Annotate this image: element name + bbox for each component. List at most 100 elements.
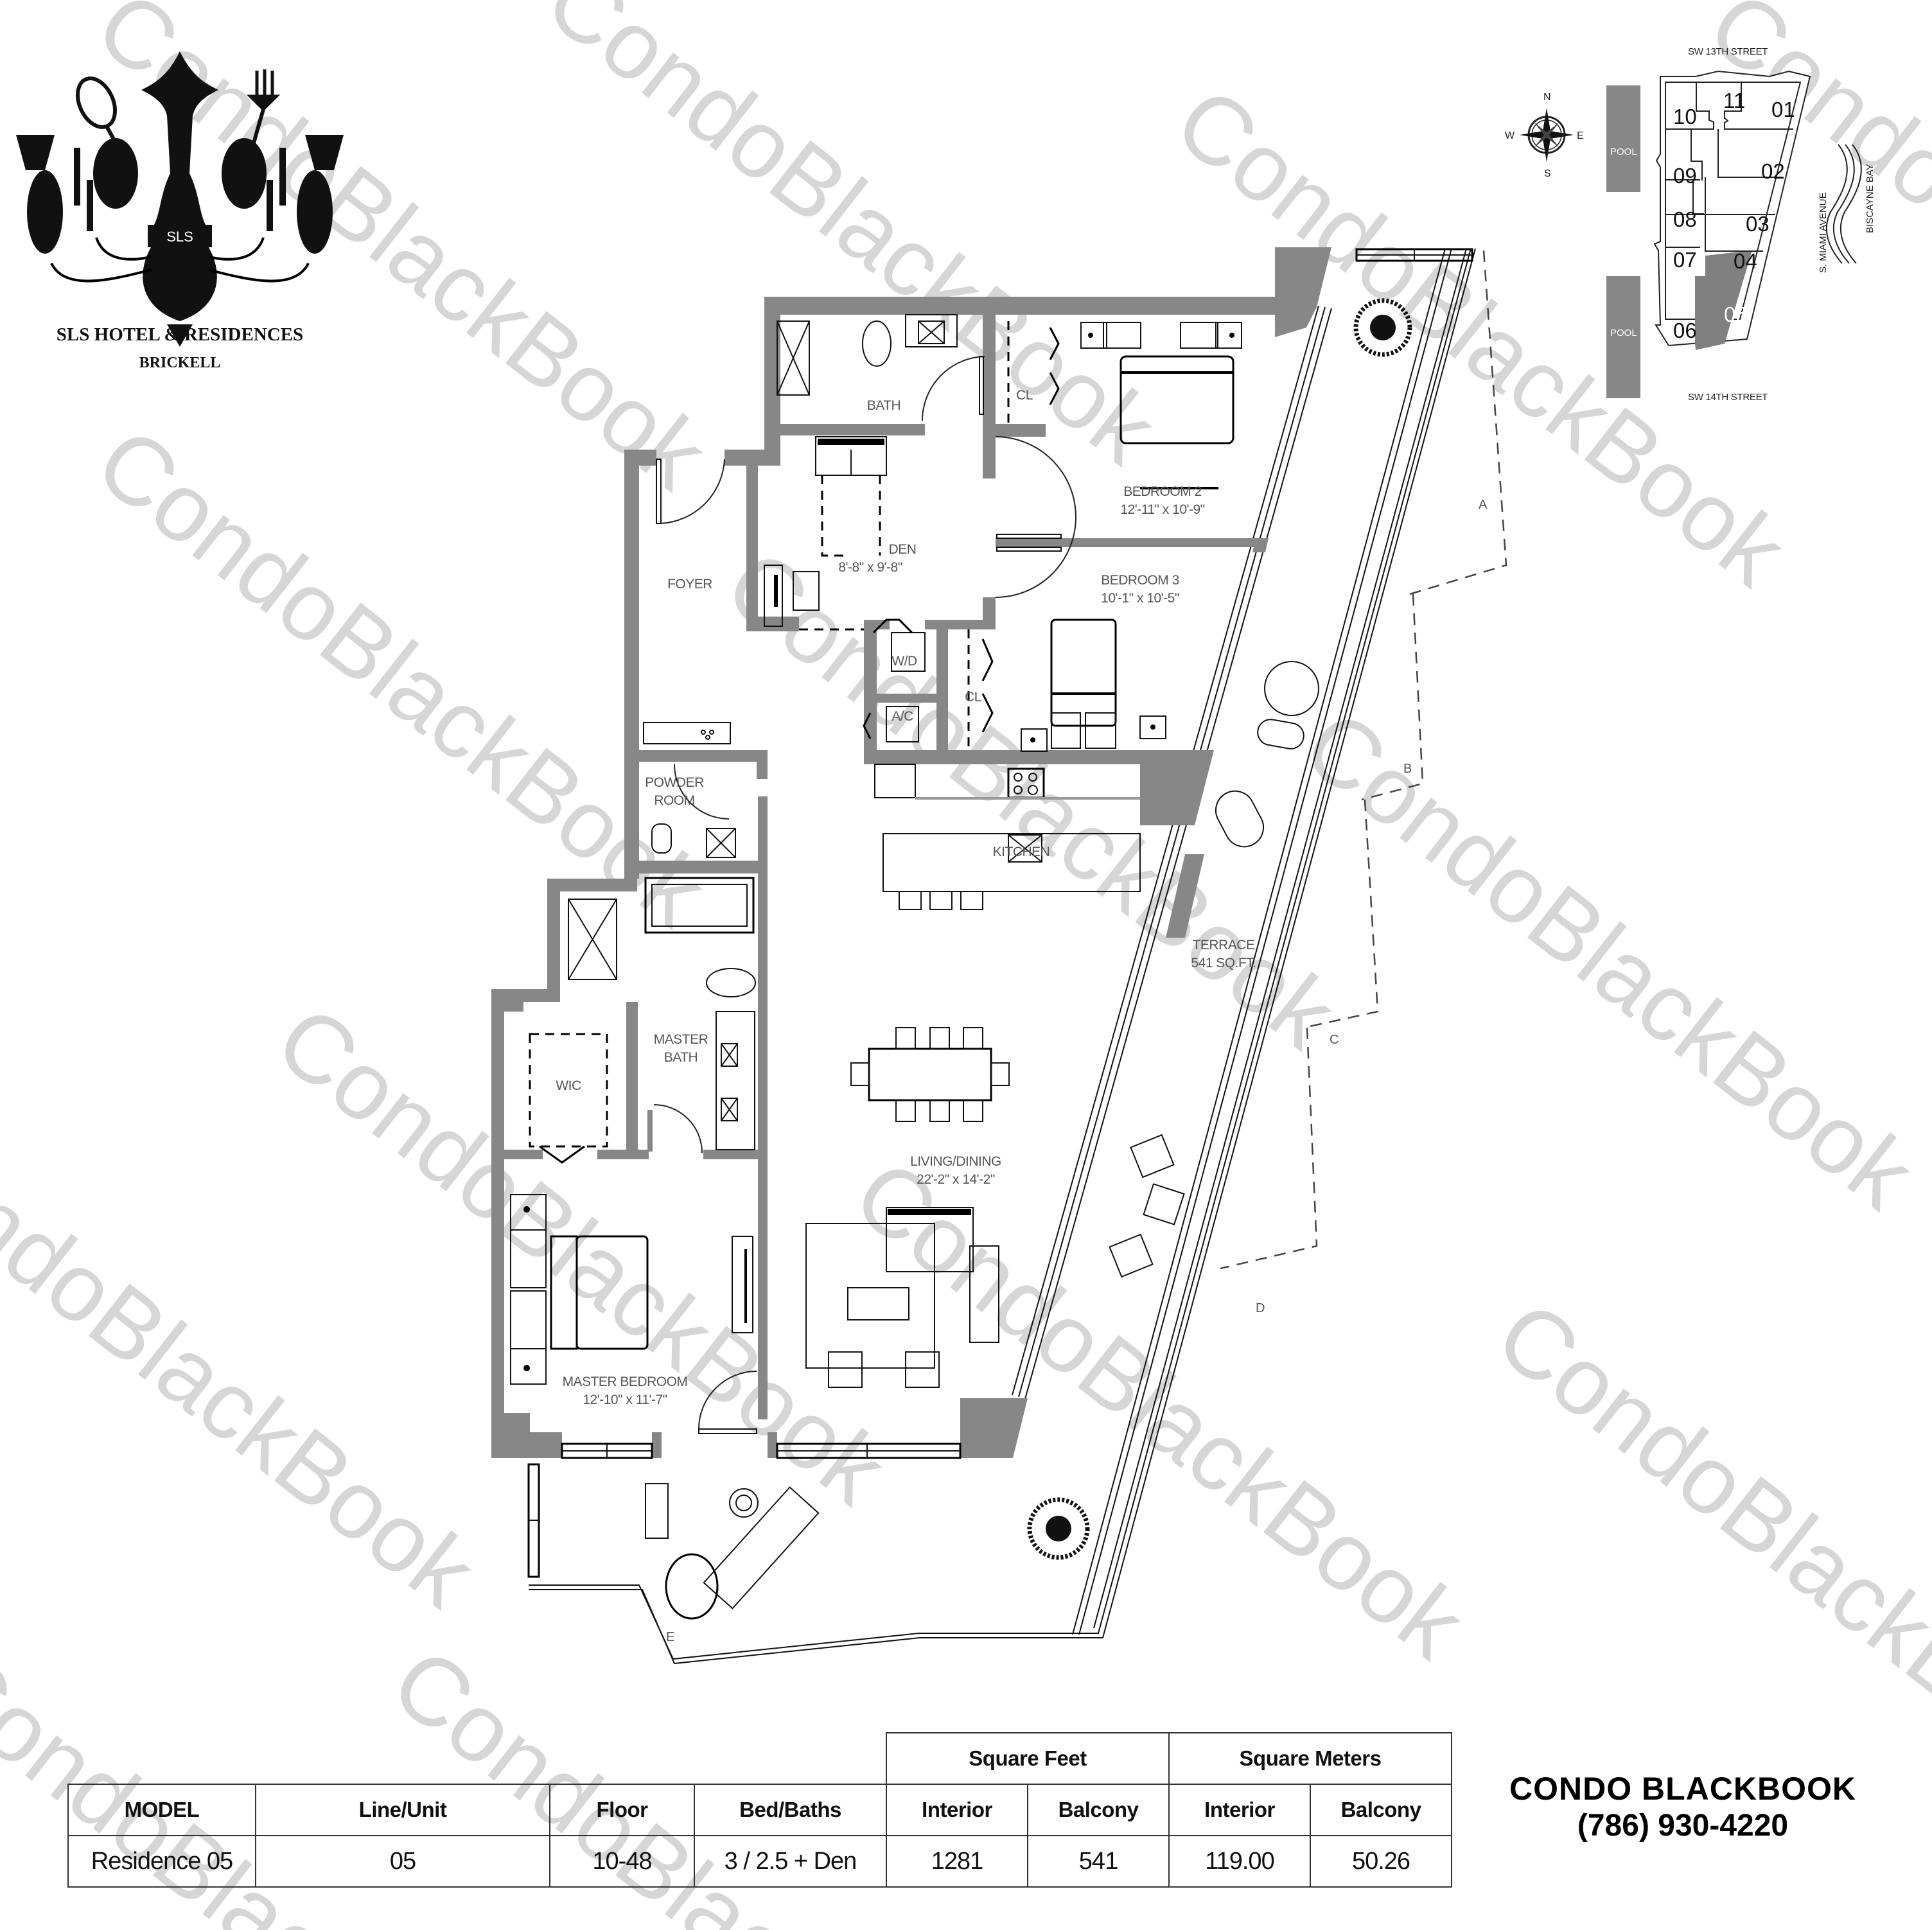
logo-title: SLS HOTEL & RESIDENCES (56, 324, 304, 345)
key-plan-unit-06: 06 (1673, 319, 1697, 342)
compass-n: N (1543, 92, 1551, 103)
room-label-den: DEN (889, 542, 917, 557)
group-header-square-feet: Square Feet (886, 1732, 1170, 1785)
column-header-line-unit: Line/Unit (255, 1784, 550, 1836)
terrace-marker-b: B (1403, 762, 1412, 776)
outdoor-chair-icon (1109, 1233, 1154, 1278)
room-label-master-bedroom: MASTER BEDROOM (563, 1374, 688, 1389)
side-table-icon (729, 1488, 759, 1518)
column-header-bed-baths: Bed/Baths (694, 1784, 887, 1836)
sink-icon (706, 828, 736, 858)
room-label-master-bath-line2: BATH (664, 1050, 698, 1065)
terrace-marker-a: A (1479, 498, 1488, 512)
kitchen-island (883, 833, 1141, 892)
floor-plan: BATH CL BEDROOM 2 12'-11" x 10'-9" BEDRO… (491, 247, 1507, 1665)
brand-name-part2: BLACKBOOK (1642, 1771, 1856, 1807)
bed-icon (1080, 322, 1242, 444)
lounger-icon (1257, 719, 1304, 750)
round-table-icon (1264, 661, 1319, 716)
watermark: CondoBlackBook (1477, 1280, 1932, 1820)
column-header-sqm-balcony: Balcony (1310, 1784, 1452, 1836)
cell-sqft-balcony: 541 (1027, 1835, 1170, 1888)
room-label-wd: W/D (891, 654, 917, 669)
round-table-icon (665, 1553, 719, 1620)
bed-icon (510, 1194, 649, 1385)
room-label-foyer: FOYER (667, 577, 712, 592)
outdoor-chair-icon (645, 1483, 669, 1539)
fixtures (510, 298, 1412, 1620)
key-plan-unit-11: 11 (1723, 89, 1746, 112)
washer-dryer-icon (891, 632, 926, 672)
cell-line-unit: 05 (255, 1835, 550, 1888)
room-dims-living: 22'-2" x 14'-2" (917, 1172, 995, 1187)
terrace-marker-d: D (1256, 1301, 1265, 1315)
key-plan-unit-10: 10 (1673, 105, 1697, 128)
armchair-icon (828, 1351, 863, 1388)
key-plan-south-street: SW 14TH STREET (1688, 392, 1768, 403)
brand-name-part1: CONDO (1509, 1771, 1633, 1807)
room-label-powder: POWDER (645, 775, 704, 790)
key-plan-north-street: SW 13TH STREET (1688, 46, 1768, 57)
key-plan-pool: POOL (1610, 328, 1637, 338)
key-plan-unit-07: 07 (1673, 248, 1697, 272)
toilet-icon (862, 320, 891, 367)
sectional-sofa-icon (805, 1207, 999, 1388)
compass-s: S (1544, 168, 1551, 179)
room-label-bedroom2: BEDROOM 2 (1123, 484, 1202, 499)
key-plan-avenue: S. MIAMI AVENUE (1818, 192, 1829, 273)
chair-icon (793, 571, 820, 611)
armchair-icon (905, 1351, 940, 1388)
column-header-sqft-interior: Interior (886, 1784, 1028, 1836)
cell-sqm-interior: 119.00 (1168, 1835, 1311, 1888)
sofa-icon (815, 436, 887, 476)
key-plan-unit-02: 02 (1761, 159, 1785, 183)
cell-bed-baths: 3 / 2.5 + Den (694, 1835, 887, 1888)
shower-icon (777, 320, 810, 396)
room-label-powder-line2: ROOM (654, 793, 694, 808)
chaise-lounge-icon (703, 1486, 820, 1610)
terrace-markers: A B C D E (666, 498, 1488, 1644)
planter-icon (1353, 298, 1412, 357)
outdoor-table-icon (1143, 1183, 1185, 1225)
room-label-living: LIVING/DINING (910, 1154, 1001, 1169)
key-plan-unit-08: 08 (1673, 207, 1697, 231)
watermark: CondoBlackBook (1285, 689, 1932, 1229)
room-label-closet: CL (965, 690, 981, 705)
column-header-sqm-interior: Interior (1168, 1784, 1311, 1836)
key-plan-unit-09: 09 (1673, 164, 1697, 188)
room-label-wic: WIC (556, 1078, 581, 1093)
room-label-bedroom3: BEDROOM 3 (1101, 573, 1179, 588)
column-header-sqft-balcony: Balcony (1027, 1784, 1170, 1836)
table-row: Residence 05 05 10-48 3 / 2.5 + Den 1281… (67, 1835, 1452, 1888)
room-labels: BATH CL BEDROOM 2 12'-11" x 10'-9" BEDRO… (556, 388, 1256, 1407)
sink-icon (918, 320, 945, 344)
brand-phone-link[interactable]: (786) 930-4220 (1577, 1809, 1789, 1843)
bathtub-icon (644, 877, 755, 934)
room-label-ac: A/C (891, 709, 913, 724)
lounger-icon (1215, 790, 1265, 848)
key-plan-pool: POOL (1610, 146, 1637, 157)
key-plan-bay: BISCAYNE BAY (1865, 164, 1875, 233)
desk-icon (764, 565, 783, 627)
cell-floor: 10-48 (549, 1835, 695, 1888)
key-plan-unit-04: 04 (1734, 249, 1757, 273)
shower-icon (568, 899, 617, 980)
walls (491, 247, 1331, 1458)
terrace-marker-c: C (1330, 1033, 1339, 1047)
compass-w: W (1505, 130, 1515, 141)
column-header-floor: Floor (549, 1784, 695, 1836)
windows (527, 248, 1473, 1578)
terrace-railing (529, 248, 1476, 1665)
cell-sqft-interior: 1281 (886, 1835, 1028, 1888)
bed-icon (1021, 618, 1166, 752)
group-header-square-meters: Square Meters (1168, 1732, 1452, 1785)
room-label-closet: CL (1016, 388, 1033, 403)
room-label-terrace: TERRACE (1193, 938, 1255, 952)
room-dims-den: 8'-8" x 9'-8" (838, 560, 902, 575)
toilet-icon (706, 968, 756, 997)
coffee-table-icon (847, 1287, 909, 1320)
fridge-icon (874, 764, 916, 798)
tv-console-icon (732, 1236, 753, 1333)
